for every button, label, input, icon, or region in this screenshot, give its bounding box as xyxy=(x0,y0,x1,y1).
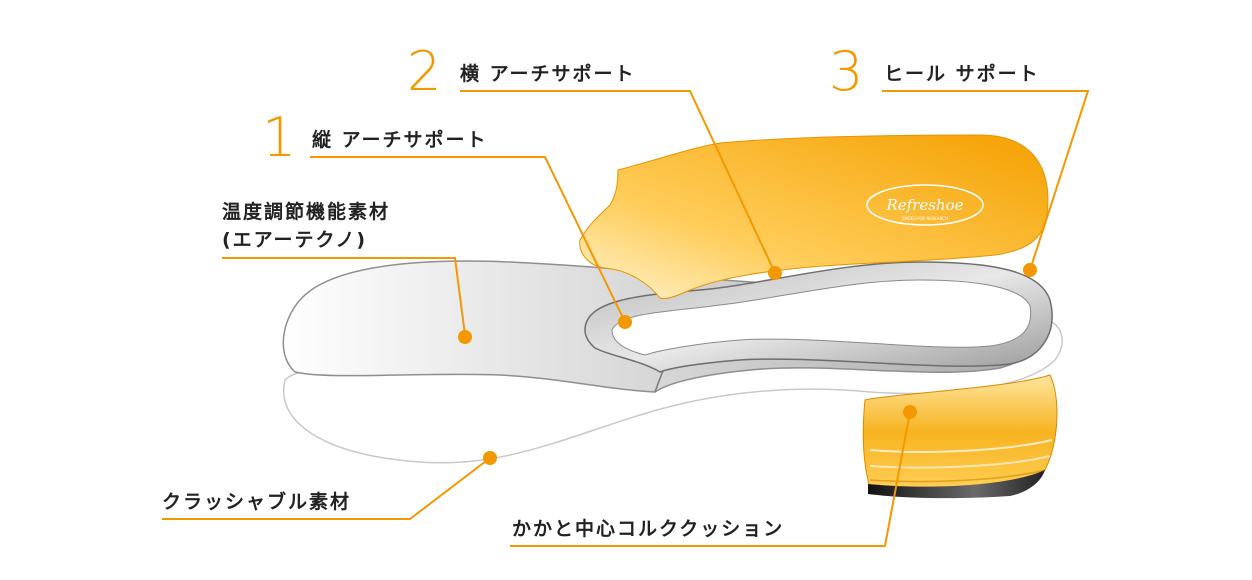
label-thermo-material-sub: (エアーテクノ) xyxy=(222,229,367,251)
leader-line-thermo xyxy=(222,257,466,336)
leader-lines xyxy=(162,90,1090,547)
label-heel-support: ヒール サポート xyxy=(884,62,1040,85)
label-thermo-material: 温度調節機能素材 xyxy=(222,200,390,223)
dot-heel-support xyxy=(1023,263,1037,277)
orange-top-shell: Refreshoe SHOES FOR RESEARCH xyxy=(579,134,1049,300)
leader-dots xyxy=(458,263,1037,465)
leader-line-heel-support xyxy=(882,90,1090,271)
leader-line-vertical-arch xyxy=(310,156,626,323)
arch-support-frame xyxy=(584,261,1053,373)
brand-name: Refreshoe xyxy=(885,196,963,214)
leader-line-crushable xyxy=(162,457,491,520)
dot-crushable xyxy=(483,451,497,465)
leader-line-transverse-arch xyxy=(460,90,776,274)
label-transverse-arch-support: 横 アーチサポート xyxy=(460,62,635,85)
dot-transverse-arch xyxy=(768,266,782,280)
callout-number-2: 2 xyxy=(407,40,441,103)
dot-thermo xyxy=(458,330,472,344)
heel-cork-cushion xyxy=(862,374,1058,499)
dot-vertical-arch xyxy=(618,315,632,329)
label-heel-cork-cushion: かかと中心コルククッション xyxy=(512,517,784,540)
leader-line-heel-cork xyxy=(510,411,911,547)
callout-number-3: 3 xyxy=(829,40,863,103)
brand-subtitle: SHOES FOR RESEARCH xyxy=(902,216,948,221)
brand-badge xyxy=(866,184,984,226)
label-vertical-arch-support: 縦 アーチサポート xyxy=(312,128,487,151)
callout-number-1: 1 xyxy=(262,106,296,169)
label-crushable-material: クラッシャブル素材 xyxy=(162,490,351,513)
dot-heel-cork xyxy=(903,405,917,419)
